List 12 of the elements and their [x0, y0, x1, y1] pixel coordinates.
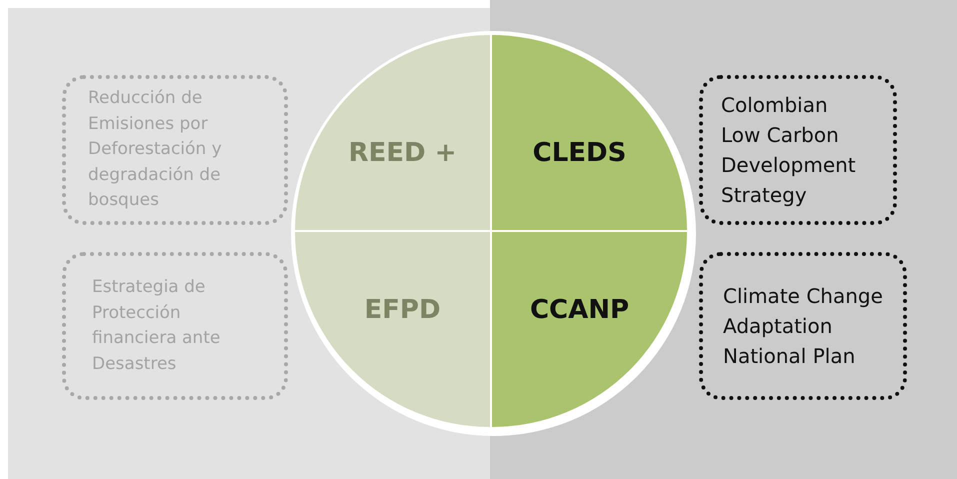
quadrant-label: CCANP [530, 294, 630, 324]
dotted-rounded-box [62, 75, 288, 225]
quadrant-label: REED + [348, 138, 456, 168]
quadrant-label: CLEDS [532, 138, 626, 168]
box-text: Reducción de Emisiones por Deforestación y degradación de bosques [88, 87, 223, 212]
dotted-rounded-box [699, 252, 907, 400]
quadrant-label: EFPD [364, 294, 441, 324]
dotted-rounded-box [62, 252, 288, 400]
box-text: Climate Change Adaptation National Plan [723, 283, 883, 370]
box-text: Colombian Low Carbon Development Strategy [721, 92, 857, 209]
box-text: Estrategia de Protección financiera ante Desastres [92, 276, 222, 376]
dotted-rounded-box [699, 75, 897, 225]
